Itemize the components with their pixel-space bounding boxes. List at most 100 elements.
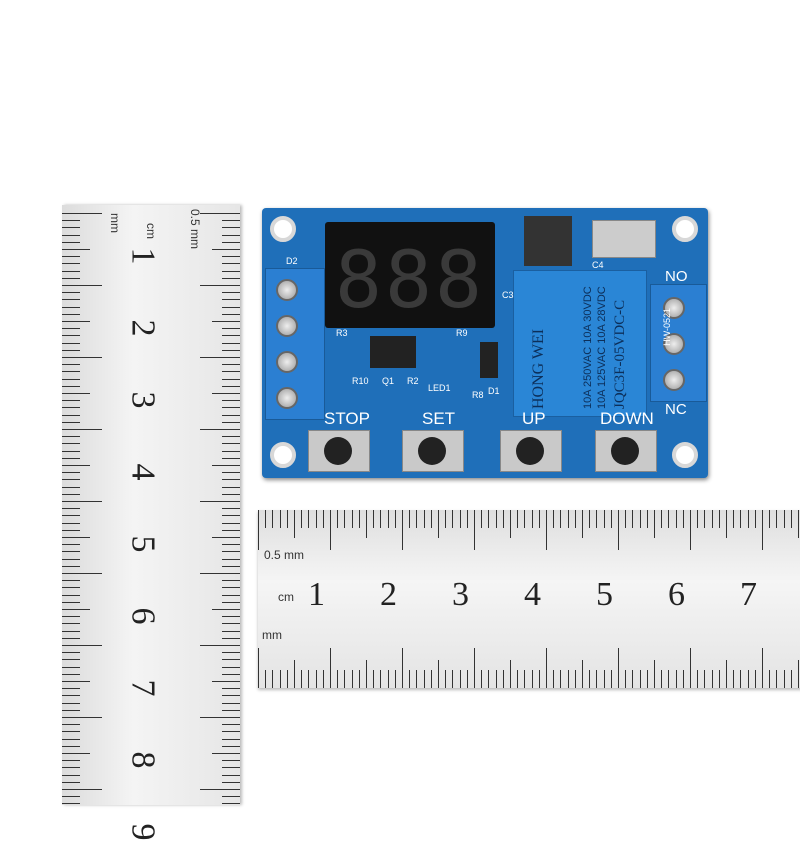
ruler-tick	[62, 277, 80, 279]
ruler-tick	[301, 510, 303, 528]
display-digit: 8	[385, 236, 432, 326]
ruler-tick	[62, 738, 80, 740]
ruler-tick	[675, 670, 677, 688]
ruler-tick	[62, 342, 80, 344]
ruler-tick	[200, 717, 240, 718]
ruler-tick	[330, 648, 331, 688]
set-button[interactable]	[402, 430, 464, 472]
ruler-tick	[265, 670, 267, 688]
ruler-tick	[62, 299, 80, 301]
ruler-tick	[62, 645, 102, 646]
ruler-tick	[62, 796, 80, 798]
ruler-tick	[62, 544, 80, 546]
ruler-tick	[798, 510, 799, 538]
ruler-tick	[646, 510, 648, 528]
ruler-tick	[200, 645, 240, 646]
ruler-tick	[387, 670, 389, 688]
ruler-tick	[62, 515, 80, 517]
micro-usb-port	[592, 220, 656, 258]
ruler-tick	[222, 724, 240, 726]
ruler-tick	[222, 364, 240, 366]
ruler-tick	[582, 660, 583, 688]
ruler-mm-label: mm	[108, 213, 122, 233]
silk-c4: C4	[592, 260, 604, 270]
ruler-tick	[474, 648, 475, 688]
ruler-tick	[222, 738, 240, 740]
ruler-tick	[394, 670, 396, 688]
ruler-tick	[222, 450, 240, 452]
ruler-tick	[62, 407, 80, 409]
ruler-tick	[308, 670, 310, 688]
ruler-tick	[62, 313, 80, 315]
ruler-tick	[762, 510, 763, 550]
ruler-number: 4	[124, 463, 162, 481]
ruler-tick	[222, 551, 240, 553]
ruler-tick	[553, 510, 555, 528]
ruler-tick	[222, 522, 240, 524]
silk-r8: R8	[472, 390, 484, 400]
ruler-tick	[351, 670, 353, 688]
mounting-hole	[270, 442, 296, 468]
ruler-tick	[222, 378, 240, 380]
ruler-tick	[330, 510, 331, 550]
ruler-tick	[222, 688, 240, 690]
ruler-tick	[459, 510, 461, 528]
ruler-tick	[62, 393, 90, 394]
ruler-tick	[222, 335, 240, 337]
ruler-tick	[452, 670, 454, 688]
ruler-tick	[62, 573, 102, 574]
ruler-tick	[294, 510, 295, 538]
relay-rating-1: 10A 250VAC 10A 30VDC	[582, 286, 594, 409]
ruler-tick	[222, 421, 240, 423]
mounting-hole	[672, 216, 698, 242]
ruler-tick	[574, 510, 576, 528]
input-terminal-block	[265, 268, 325, 420]
ruler-tick	[315, 510, 317, 528]
ruler-tick	[423, 670, 425, 688]
silk-d1: D1	[488, 386, 500, 396]
ruler-tick	[560, 510, 562, 528]
ruler-tick	[222, 234, 240, 236]
ruler-number: 2	[124, 319, 162, 337]
ruler-tick	[222, 601, 240, 603]
ruler-tick	[474, 510, 475, 550]
ruler-tick	[200, 357, 240, 358]
ruler-tick	[337, 510, 339, 528]
ruler-tick	[62, 443, 80, 445]
ruler-tick	[690, 510, 691, 550]
ruler-tick	[402, 510, 403, 550]
up-button[interactable]	[500, 430, 562, 472]
ruler-tick	[62, 709, 80, 711]
ruler-tick	[62, 688, 80, 690]
ruler-tick	[222, 385, 240, 387]
ruler-tick	[62, 565, 80, 567]
ruler-number: 7	[740, 576, 757, 613]
ruler-tick	[517, 510, 519, 528]
ruler-tick	[62, 400, 80, 402]
relay-brand: HONG WEI	[530, 328, 547, 409]
ruler-tick	[212, 393, 240, 394]
ruler-tick	[769, 670, 771, 688]
ruler-tick	[322, 510, 324, 528]
ruler-half-mm-label: 0.5 mm	[188, 209, 202, 250]
ruler-tick	[62, 306, 80, 308]
silk-r10: R10	[352, 376, 369, 386]
ruler-tick	[409, 510, 411, 528]
seven-segment-display: 8 8 8	[325, 222, 495, 328]
ruler-tick	[222, 616, 240, 618]
ruler-tick	[62, 285, 102, 286]
ruler-tick	[62, 522, 80, 524]
ruler-tick	[279, 670, 281, 688]
ruler-tick	[222, 587, 240, 589]
ruler-tick	[222, 594, 240, 596]
down-button[interactable]	[595, 430, 657, 472]
ruler-tick	[222, 436, 240, 438]
ruler-tick	[502, 510, 504, 528]
stop-button[interactable]	[308, 430, 370, 472]
ruler-tick	[222, 508, 240, 510]
display-digit: 8	[435, 236, 482, 326]
ruler-tick	[222, 695, 240, 697]
ruler-tick	[718, 510, 720, 528]
ruler-tick	[62, 292, 80, 294]
ruler-tick	[531, 670, 533, 688]
